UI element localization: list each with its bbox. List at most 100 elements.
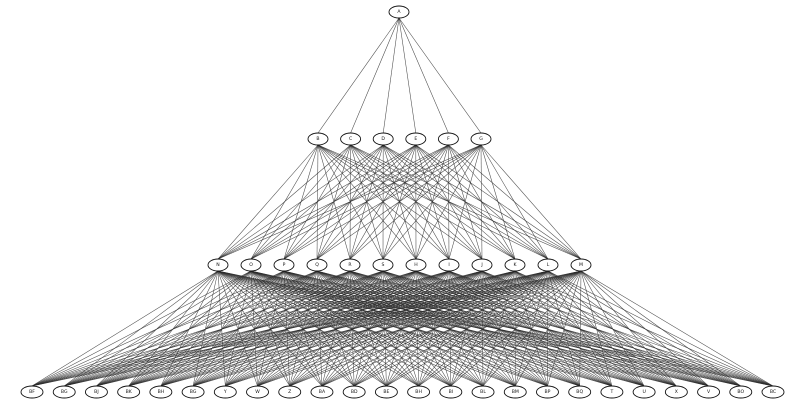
node-O: O	[240, 258, 262, 272]
edge-R-BM	[349, 270, 516, 387]
node-label: Q	[315, 262, 319, 268]
edge-J-BL	[481, 270, 484, 387]
node-ellipse	[470, 132, 492, 146]
node-BH: BH	[407, 385, 431, 399]
node-ellipse	[405, 258, 427, 272]
node-ellipse	[340, 132, 362, 146]
edge-G-Q	[316, 144, 482, 260]
node-label: E	[414, 136, 417, 142]
node-BJ: BJ	[84, 385, 108, 399]
node-BO: BO	[729, 385, 753, 399]
edge-O-Z	[250, 270, 291, 387]
node-BC: BC	[761, 385, 785, 399]
node-BM: BM	[503, 385, 527, 399]
edge-R-BI	[349, 270, 452, 387]
node-ellipse	[307, 132, 329, 146]
node-A: A	[388, 5, 410, 19]
node-label: T	[610, 389, 614, 395]
node-label: BE	[383, 389, 389, 395]
node-BP: BP	[536, 385, 559, 399]
edge-R-BH	[349, 270, 419, 387]
node-ellipse	[761, 385, 785, 399]
edge-N-Y	[217, 270, 226, 387]
node-ellipse	[149, 385, 173, 399]
edge-G-L	[480, 144, 549, 260]
node-label: L	[547, 262, 550, 268]
node-label: O	[249, 262, 253, 268]
edge-O-Y	[225, 270, 252, 387]
node-ellipse	[240, 258, 262, 272]
node-label: BG	[61, 389, 68, 395]
edge-A-D	[382, 17, 400, 134]
node-ellipse	[471, 385, 495, 399]
node-ellipse	[439, 385, 463, 399]
edge-J-BP	[481, 270, 548, 387]
node-label: A	[397, 9, 401, 15]
edge-M-Z	[289, 270, 582, 387]
node-ellipse	[405, 132, 427, 146]
node-ellipse	[52, 385, 76, 399]
edge-Q-BE	[316, 270, 387, 387]
edge-G-I	[448, 144, 482, 260]
node-label: BP	[545, 389, 551, 395]
node-ellipse	[246, 385, 269, 399]
node-Z: Z	[278, 385, 302, 399]
edge-I-BL	[448, 270, 484, 387]
edge-Q-BA	[316, 270, 323, 387]
node-label: I	[448, 262, 449, 268]
node-label: H	[414, 262, 417, 268]
node-E: E	[405, 132, 427, 146]
edge-J-BI	[450, 270, 483, 387]
node-label: G	[479, 136, 483, 142]
node-label: BL	[480, 389, 486, 395]
node-W: W	[246, 385, 269, 399]
edge-I-BP	[448, 270, 548, 387]
edge-A-B	[317, 17, 400, 134]
edge-S-BD	[353, 270, 384, 387]
edge-M-U	[580, 270, 645, 387]
node-BD: BD	[342, 385, 366, 399]
node-F: F	[437, 132, 459, 146]
node-label: BI	[449, 389, 454, 395]
edge-L-BM	[514, 270, 549, 387]
node-label: BD	[351, 389, 358, 395]
edge-N-BA	[217, 270, 323, 387]
node-label: BG	[190, 389, 197, 395]
node-I: I	[438, 258, 460, 272]
node-G: G	[470, 132, 492, 146]
node-ellipse	[306, 258, 328, 272]
node-label: BF	[29, 389, 35, 395]
node-ellipse	[471, 258, 493, 272]
edge-H-BQ	[415, 270, 580, 387]
node-ellipse	[278, 385, 302, 399]
edge-Q-Z	[289, 270, 318, 387]
edge-M-Y	[225, 270, 582, 387]
edge-J-T	[481, 270, 613, 387]
edge-K-T	[514, 270, 613, 387]
node-S: S	[372, 258, 394, 272]
edge-F-N	[217, 144, 449, 260]
edge-M-BL	[482, 270, 582, 387]
edge-L-V	[547, 270, 709, 387]
edge-P-BD	[283, 270, 355, 387]
edge-M-W	[257, 270, 582, 387]
edge-K-X	[514, 270, 677, 387]
edge-R-BD	[349, 270, 355, 387]
node-BF: BF	[20, 385, 44, 399]
edge-M-BH	[418, 270, 582, 387]
edge-G-R	[349, 144, 482, 260]
edge-H-BL	[415, 270, 484, 387]
edge-Q-BH	[316, 270, 419, 387]
edge-O-W	[250, 270, 258, 387]
node-ellipse	[632, 385, 656, 399]
edge-K-BP	[514, 270, 548, 387]
edge-R-BA	[321, 270, 351, 387]
node-label: Z	[288, 389, 291, 395]
node-ellipse	[438, 258, 460, 272]
edge-H-BH	[415, 270, 419, 387]
edge-J-BF	[31, 270, 483, 387]
node-C: C	[340, 132, 362, 146]
node-label: BJ	[94, 389, 99, 395]
